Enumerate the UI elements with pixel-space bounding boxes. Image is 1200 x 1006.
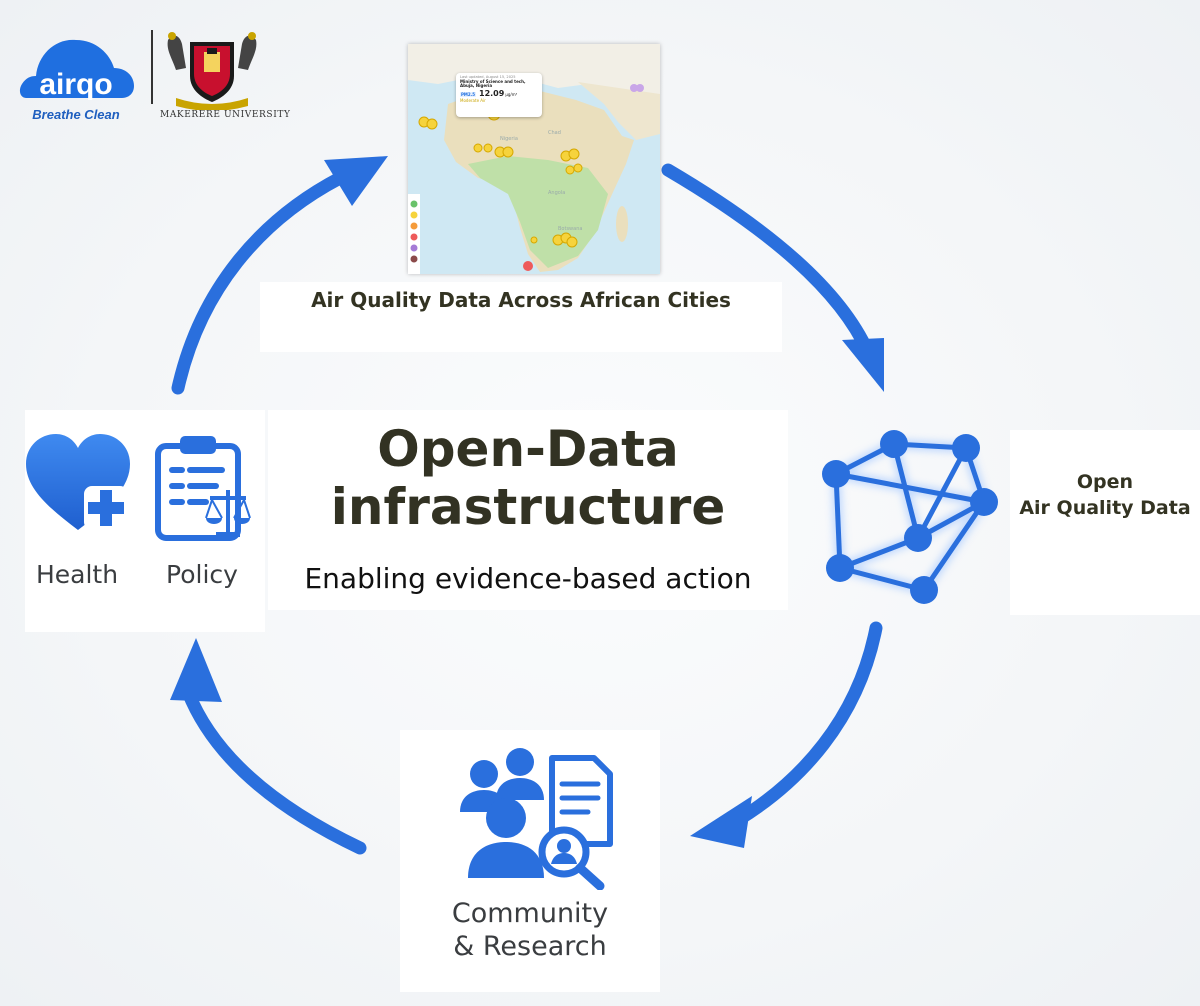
svg-text:Botswana: Botswana <box>558 226 582 232</box>
map-popup-pollutant: PM2.5 <box>460 92 476 98</box>
health-label: Health <box>35 560 119 589</box>
community-research-label: Community & Research <box>430 898 630 964</box>
map-popup-unit: μg/m³ <box>505 92 518 98</box>
arrowhead-map <box>324 156 388 206</box>
airqo-wordmark: airqo <box>39 68 112 101</box>
makerere-university-label: MAKERERE UNIVERSITY <box>160 110 291 120</box>
community-research-icon <box>454 740 620 891</box>
arrow-open-data-to-community <box>731 621 883 827</box>
open-data-label: Open Air Quality Data <box>1010 470 1200 521</box>
diagram-title-line2: infrastructure <box>330 478 726 536</box>
community-label-line1: Community <box>451 898 609 929</box>
airqo-tagline: Breathe Clean <box>32 107 119 122</box>
clipboard-scales-icon <box>150 432 262 544</box>
policy-label: Policy <box>166 560 238 589</box>
svg-text:Nigeria: Nigeria <box>500 136 518 142</box>
svg-text:Angola: Angola <box>548 190 565 196</box>
open-data-label-line2: Air Quality Data <box>1019 496 1191 519</box>
arrowhead-health <box>170 638 222 702</box>
arrow-map-to-open-data <box>661 163 875 359</box>
logo-divider <box>151 30 153 104</box>
map-popup: Last updated, August 15, 2025 Ministry o… <box>456 73 542 117</box>
heart-plus-icon <box>22 428 134 540</box>
map-popup-category: Moderate Air <box>460 98 486 104</box>
map-popup-updated: Last updated, August 15, 2025 <box>460 75 516 79</box>
arrow-community-to-health <box>181 685 367 855</box>
arrowhead-open-data <box>842 338 884 392</box>
arrowhead-community <box>690 796 752 848</box>
map-caption-background <box>260 282 782 352</box>
diagram-subtitle: Enabling evidence-based action <box>304 562 752 595</box>
makerere-crest-icon <box>162 28 262 128</box>
open-data-label-line1: Open <box>1076 471 1134 493</box>
map-node-label: Air Quality Data Across African Cities <box>311 288 731 312</box>
map-popup-site: Ministry of Science and tech, Abuja, Nig… <box>460 79 526 89</box>
network-icon <box>800 418 1010 618</box>
airqo-logo: airqo Breathe Clean <box>18 28 136 123</box>
svg-text:Chad: Chad <box>548 130 561 136</box>
map-popup-value: 12.09 <box>479 89 505 99</box>
title-background <box>268 410 788 610</box>
community-label-line2: & Research <box>453 930 607 962</box>
diagram-title-line1: Open-Data <box>377 420 679 478</box>
arrow-health-to-map <box>171 171 347 395</box>
open-data-label-background <box>1010 430 1200 615</box>
